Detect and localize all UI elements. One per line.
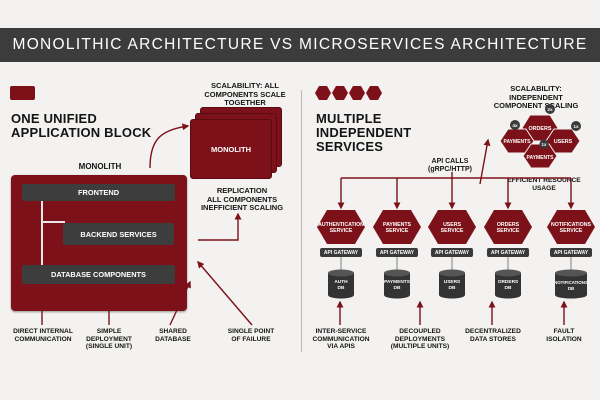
efficient-resource-label: EFFICIENT RESOURCE USAGE	[507, 177, 581, 192]
replication-label: REPLICATION ALL COMPONENTS INEFFICIENT S…	[200, 186, 284, 212]
title-bar: MONOLITHIC ARCHITECTURE VS MICROSERVICES…	[0, 28, 600, 62]
db-notifications-icon	[555, 269, 587, 299]
service-orders-label: ORDERS SERVICE	[496, 222, 520, 234]
monolith-legend-block	[10, 86, 35, 100]
db-users-icon	[439, 269, 465, 299]
service-auth-label: AUTHENTICATION SERVICE	[318, 222, 364, 234]
caption-direct-communication: DIRECT INTERNAL COMMUNICATION	[13, 328, 73, 343]
monolith-replica-label: MONOLITH	[211, 144, 251, 154]
hex-cluster: ORDERS PAYMENTS USERS PAYMENTS 2x 4x 1x …	[500, 104, 581, 169]
connector-vertical	[41, 200, 43, 270]
caption-decoupled-deployments: DECOUPLED DEPLOYMENTS (MULTIPLE UNITS)	[390, 328, 450, 351]
monolith-heading: ONE UNIFIED APPLICATION BLOCK	[11, 111, 152, 140]
db-payments-label: PAYMENTS DB	[384, 280, 410, 291]
multiplier-1x-badge	[571, 121, 581, 131]
arrow-caption-4	[197, 260, 253, 326]
db-auth-label: AUTH DB	[334, 280, 348, 291]
caption-single-point-of-failure: SINGLE POINT OF FAILURE	[227, 328, 275, 343]
backend-services-bar: BACKEND SERVICES	[63, 223, 174, 245]
db-payments-icon	[384, 269, 410, 299]
hex-payments2-label: PAYMENTS	[527, 155, 555, 161]
hexagon-legend-icons	[315, 86, 382, 100]
service-payments-label: PAYMENTS SERVICE	[383, 222, 411, 234]
frontend-bar: FRONTEND	[22, 184, 175, 201]
hex-orders-service-icon	[484, 210, 532, 244]
db-auth-icon	[328, 269, 354, 299]
database-components-bar: DATABASE COMPONENTS	[22, 265, 175, 284]
arrow-caption-3	[169, 280, 191, 326]
hex-payments2-icon	[522, 143, 558, 169]
arrow-monolith-to-replica	[149, 123, 190, 169]
hex-users-service-icon	[428, 210, 476, 244]
api-gateway-payments: API GATEWAY	[376, 248, 418, 257]
microservices-heading: MULTIPLE INDEPENDENT SERVICES	[316, 111, 412, 154]
multiplier-1x-text: 1x	[573, 124, 579, 130]
page-title: MONOLITHIC ARCHITECTURE VS MICROSERVICES…	[12, 36, 588, 53]
db-orders-label: ORDERS DB	[497, 280, 519, 291]
db-users-label: USERS DB	[443, 280, 461, 291]
db-orders-icon	[495, 269, 521, 299]
legend-hex-4-icon	[366, 86, 382, 100]
legend-hex-1-icon	[315, 86, 331, 100]
caption-decentralized-data: DECENTRALIZED DATA STORES	[465, 328, 521, 343]
monolith-replica-front: MONOLITH	[190, 119, 272, 179]
api-gateway-auth: API GATEWAY	[320, 248, 362, 257]
api-calls-label: API CALLS (gRPC/HTTP)	[428, 158, 472, 173]
legend-hex-3-icon	[349, 86, 365, 100]
caption-simple-deployment: SIMPLE DEPLOYMENT (SINGLE UNIT)	[85, 328, 133, 351]
section-divider	[301, 90, 302, 352]
hex-payments-label: PAYMENTS	[504, 139, 532, 145]
microservices-scalability-label: SCALABILITY: INDEPENDENT COMPONENT SCALI…	[493, 84, 579, 110]
api-gateway-users: API GATEWAY	[431, 248, 473, 257]
monolith-scalability-label: SCALABILITY: ALL COMPONENTS SCALE TOGETH…	[204, 81, 286, 107]
api-line-scale	[479, 138, 491, 185]
service-notifications-label: NOTIFICATIONS SERVICE	[551, 222, 591, 234]
multiplier-2x-badge	[545, 104, 555, 114]
arrow-replication	[198, 212, 242, 241]
hex-users-label: USERS	[554, 139, 573, 145]
multiplier-1x-inner-text: 1x	[542, 142, 547, 147]
connector-backend	[41, 221, 65, 223]
caption-fault-isolation: FAULT ISOLATION	[546, 328, 582, 343]
caption-inter-service-communication: INTER-SERVICE COMMUNICATION VIA APIS	[312, 328, 370, 351]
hex-auth-service-icon	[317, 210, 365, 244]
hex-payments-service-icon	[373, 210, 421, 244]
monolith-label: MONOLITH	[78, 162, 122, 171]
multiplier-4x-text: 4x	[512, 123, 518, 129]
multiplier-1x-inner-badge	[539, 139, 549, 149]
multiplier-2x-text: 2x	[547, 107, 553, 113]
legend-hex-2-icon	[332, 86, 348, 100]
hex-notifications-service-icon	[547, 210, 595, 244]
api-gateway-orders: API GATEWAY	[487, 248, 529, 257]
service-users-label: USERS SERVICE	[440, 222, 464, 234]
multiplier-4x-badge	[510, 120, 520, 130]
db-notifications-label: NOTIFICATIONS DB	[554, 280, 588, 291]
api-gateway-notifications: API GATEWAY	[550, 248, 592, 257]
caption-shared-database: SHARED DATABASE	[155, 328, 191, 343]
hex-orders-label: ORDERS	[528, 126, 551, 132]
